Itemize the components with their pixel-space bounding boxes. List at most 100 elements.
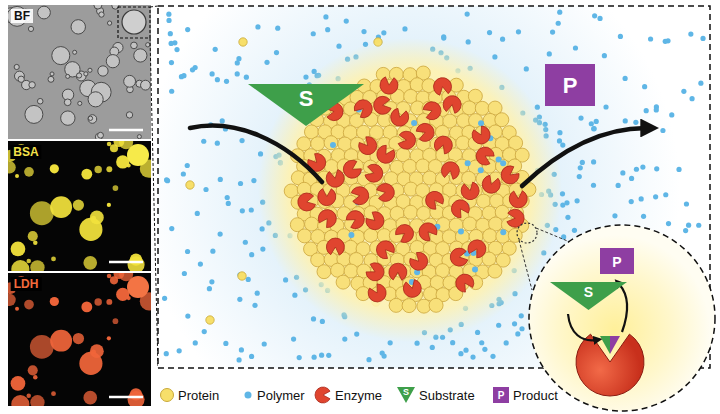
polymer: [676, 167, 681, 172]
polymer: [240, 208, 245, 213]
polymer: [700, 36, 705, 41]
polymer: [492, 54, 497, 59]
polymer: [472, 266, 478, 272]
polymer: [235, 71, 240, 76]
droplet: [26, 394, 30, 398]
polymer: [479, 340, 484, 345]
droplet-glow: [258, 38, 562, 342]
droplet: [81, 169, 92, 180]
polymer: [597, 16, 602, 21]
polymer: [260, 246, 265, 251]
enzyme: [410, 252, 428, 270]
polymer: [490, 354, 495, 359]
enzyme: [398, 131, 415, 149]
protein: [462, 101, 476, 115]
polymer: [565, 215, 570, 220]
droplet: [90, 210, 104, 224]
legend-swatch: [245, 392, 252, 399]
droplet: [127, 276, 149, 298]
protein: [402, 299, 416, 313]
polymer: [560, 142, 565, 147]
polymer: [612, 213, 617, 218]
substrate-triangle: [248, 84, 364, 126]
protein: [429, 298, 443, 312]
polymer: [165, 178, 170, 183]
droplet: [107, 21, 111, 25]
polymer: [496, 323, 501, 328]
enzyme: [368, 284, 386, 302]
protein: [206, 316, 214, 324]
polymer: [450, 340, 455, 345]
polymer: [578, 165, 583, 170]
droplet: [30, 335, 54, 359]
polymer: [210, 71, 215, 76]
polymer: [591, 126, 596, 131]
protein: [317, 265, 331, 279]
polymer: [689, 96, 694, 101]
polymer: [458, 228, 464, 234]
enzyme: [318, 189, 336, 206]
enzyme: [298, 193, 316, 211]
droplet: [50, 164, 59, 173]
inset-circle: [529, 225, 715, 411]
protein: [416, 159, 430, 173]
enzyme: [443, 96, 461, 114]
protein: [186, 181, 194, 189]
polymer: [336, 44, 341, 49]
symbol-letter: P: [600, 248, 634, 269]
polymer: [550, 30, 555, 35]
polymer: [591, 183, 596, 188]
polymer: [688, 31, 693, 36]
polymer: [591, 159, 596, 164]
polymer: [366, 357, 371, 362]
polymer: [602, 53, 607, 58]
polymer: [382, 353, 387, 358]
polymer: [223, 341, 228, 346]
polymer: [487, 30, 492, 35]
protein: [495, 113, 509, 127]
droplet: [30, 260, 44, 271]
polymer: [592, 13, 597, 18]
polymer: [441, 35, 446, 40]
polymer: [603, 104, 608, 109]
symbol-letter: S: [550, 282, 627, 299]
droplet: [71, 20, 85, 34]
polymer: [238, 181, 243, 186]
protein: [239, 38, 247, 46]
polymer: [594, 119, 599, 124]
droplet: [106, 166, 112, 172]
polymer: [681, 89, 686, 94]
product-outflow-arrow: [522, 128, 646, 186]
scale-bar: [109, 129, 143, 132]
polymer: [210, 249, 215, 254]
enzyme: [451, 200, 469, 218]
droplet: [15, 307, 19, 311]
polymer: [348, 232, 354, 238]
droplet: [91, 350, 96, 355]
polymer: [591, 126, 596, 131]
polymer: [235, 60, 240, 65]
polymer: [623, 76, 628, 81]
droplet: [11, 242, 26, 257]
droplet: [94, 166, 101, 173]
polymer: [388, 340, 393, 345]
polymer: [185, 163, 190, 168]
droplet: [73, 50, 77, 54]
polymer: [213, 47, 218, 52]
legend-symbol-letter: S: [403, 388, 409, 397]
zoom-circle: [517, 223, 537, 243]
polymer: [504, 340, 509, 345]
polymer: [185, 313, 190, 318]
polymer: [166, 18, 171, 23]
polymer: [629, 199, 634, 204]
polymer: [249, 354, 254, 359]
polymer: [225, 195, 230, 200]
polymer: [666, 221, 671, 226]
droplet: [127, 163, 131, 167]
polymer: [319, 353, 324, 358]
polymer: [215, 141, 220, 146]
droplet: [28, 365, 38, 375]
polymer: [224, 79, 229, 84]
droplet: [64, 99, 71, 106]
polymer: [202, 329, 207, 334]
